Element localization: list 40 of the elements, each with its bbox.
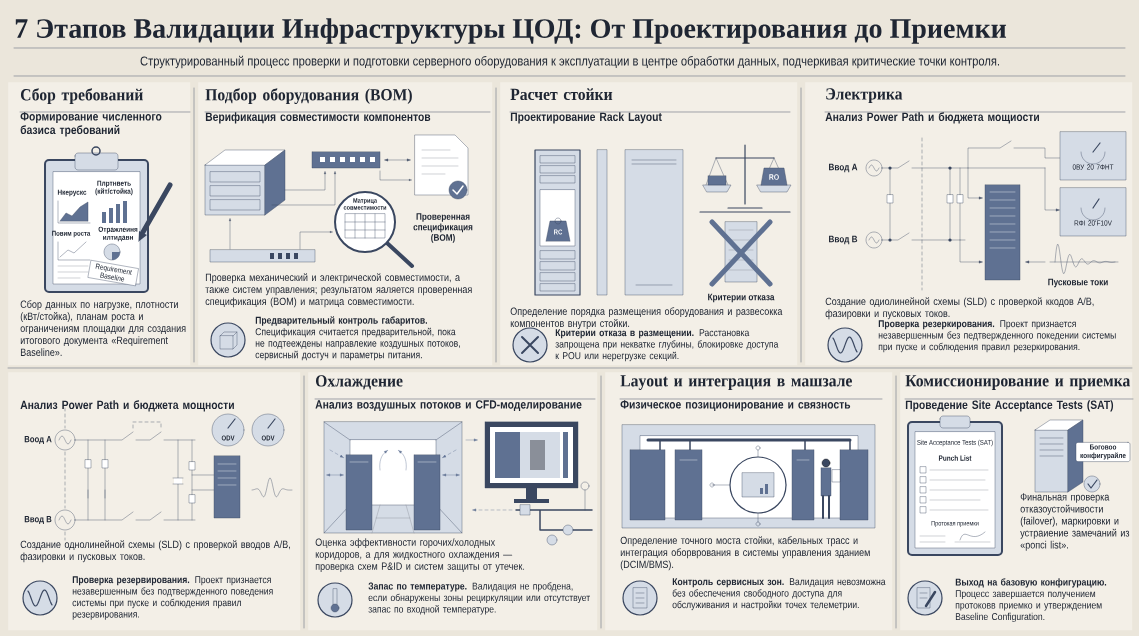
stage-heading: Подбор оборудования (BOM) bbox=[205, 88, 412, 105]
document-label: Проверенная спецификация (BOM) bbox=[413, 213, 473, 243]
caption-label: Критерии отказа bbox=[708, 293, 775, 303]
input-label: Ввод А bbox=[829, 163, 858, 173]
weight-label: RO bbox=[769, 174, 779, 180]
description-text: Сбор данных по нагрузке, плотности (кВт/стойка), планам роста и ограничениям площадки для создания итогового документа «Requirement Baseline». bbox=[20, 300, 186, 356]
stage-subheading: Формирование численного базиса требований bbox=[20, 112, 162, 137]
stage-subheading: Анализ Power Path и бюджета мощиости bbox=[825, 112, 1039, 124]
stage-heading: Охлаждение bbox=[316, 375, 403, 390]
title: 7 Этапов Валидации Инфраструктуры ЦОД: От Проектирования до Приемки bbox=[15, 18, 1006, 44]
stage-subheading: Проведение Site Acceptance Tests (SAT) bbox=[905, 400, 1114, 412]
stage-heading: Layout и интеграция в машзале bbox=[620, 375, 852, 390]
description-text: Создание однолинейной схемы (SLD) с проверкой вводов A/B, фазировки и пусковых токов. bbox=[20, 540, 290, 563]
stage-heading: Расчет стойки bbox=[510, 88, 613, 101]
note-text: Проверка резеркирования. Проект признается незавершенным без педтвержденного покедении системы при пуске и соблюдения правил резеркирования. bbox=[878, 320, 1116, 353]
stage-heading: Сбор требований bbox=[21, 88, 143, 104]
input-label: Ввод В bbox=[24, 516, 52, 524]
caption-label: Пусковые токи bbox=[1048, 278, 1108, 288]
note-text: Проверка резервирования. Проект признается незавершенным без подтвержденного поведения системы при пуске и соблюдения правил резервирования. bbox=[72, 576, 273, 620]
stage-heading: Комиссионирование и приемка bbox=[905, 375, 1131, 390]
stage-subheading: Верификация совместимости компонентов bbox=[205, 112, 431, 124]
description-text: Оценка эффективности горочих/холодных коридоров, а для жидкостного охлаждения — проверка схем P&ID и систем защиты от утечек. bbox=[315, 538, 525, 572]
description-text: Определение точного моста стойки, кабельных трасс и интеграция оборврования в системы управления зданием (DCIM/BMS). bbox=[620, 536, 870, 571]
note-text: Предварительный контроль габаритов. Спецификация считается предварительной, пока не подтееждены направлекие коздушных потоков, сервисный достуч и параметры питания. bbox=[255, 316, 460, 361]
stage-subheading: Физическое позиционирование и связность bbox=[620, 400, 851, 411]
stage-subheading: Анализ воздушных потоков и CFD-моделирование bbox=[315, 400, 582, 412]
description-text: Создание одиолинейной схемы (SLD) с проверкой ккодов A/B, фазировки и пусковых токов. bbox=[825, 297, 1094, 320]
input-label: Воод А bbox=[24, 436, 52, 444]
input-label: Ввод В bbox=[829, 235, 858, 245]
note-text: Критерии отказа в размещении. Расстановка запрощена при некватке глубины, блокировке доступа к POU или нерегрузке секций. bbox=[555, 329, 779, 362]
stage-subheading: Анализ Power Path и бюджета мощности bbox=[20, 400, 234, 412]
note-text: Контроль сервисных зон. Валидация невозможна без обеспечения свободного доступа для обслуживания и настройки точех телеметрии. bbox=[672, 578, 886, 611]
stage-heading: Электрика bbox=[826, 88, 903, 104]
subtitle: Структурированный процесс проверки и подготовки серверного оборудования к эксплуатации в центре обработки данных, подчеркивая критические точки контроля. bbox=[140, 55, 999, 69]
description-text: Определение порядка размещения оборудования и развесокка компонентов внутри стойки. bbox=[510, 307, 783, 330]
description-text: Финальная проверка отказоустойчивости (failover), маркировки и устраиение замечаний из «ропсі list». bbox=[1020, 493, 1130, 551]
note-text: Выход на базовую конфигурацию. Процесс завершается получением протоковв приемко и утверждением Baseline Configuration. bbox=[955, 578, 1107, 623]
stage-subheading: Проектирование Rack Layout bbox=[510, 112, 662, 124]
description-text: Проверка механический и электрической совместимости, а также систем управления; результатом яаляется проверенная спецификация (BOM) и матрица совместимости. bbox=[205, 273, 472, 308]
note-text: Запас по температуре. Валидация не пробдена, если обнаружены зоны рециркуляции или отсутствует запас по входной температуре. bbox=[368, 582, 590, 615]
